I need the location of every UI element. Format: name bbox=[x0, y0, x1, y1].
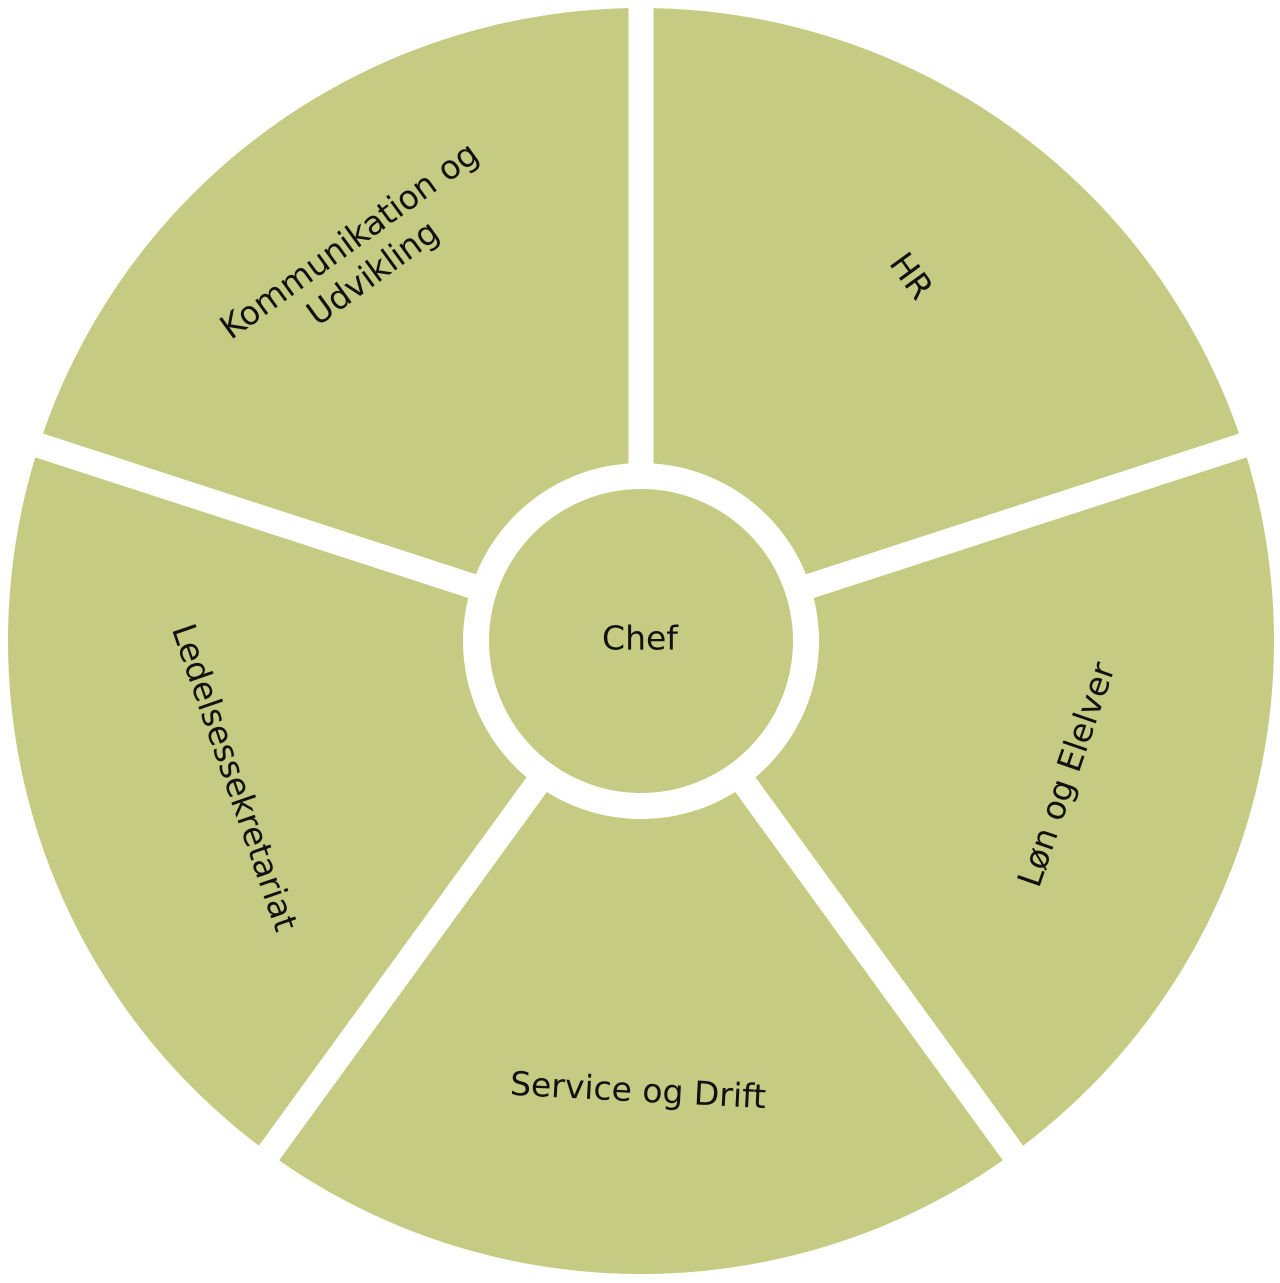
center-label: Chef bbox=[602, 619, 679, 658]
center-circle-chef bbox=[489, 489, 793, 793]
